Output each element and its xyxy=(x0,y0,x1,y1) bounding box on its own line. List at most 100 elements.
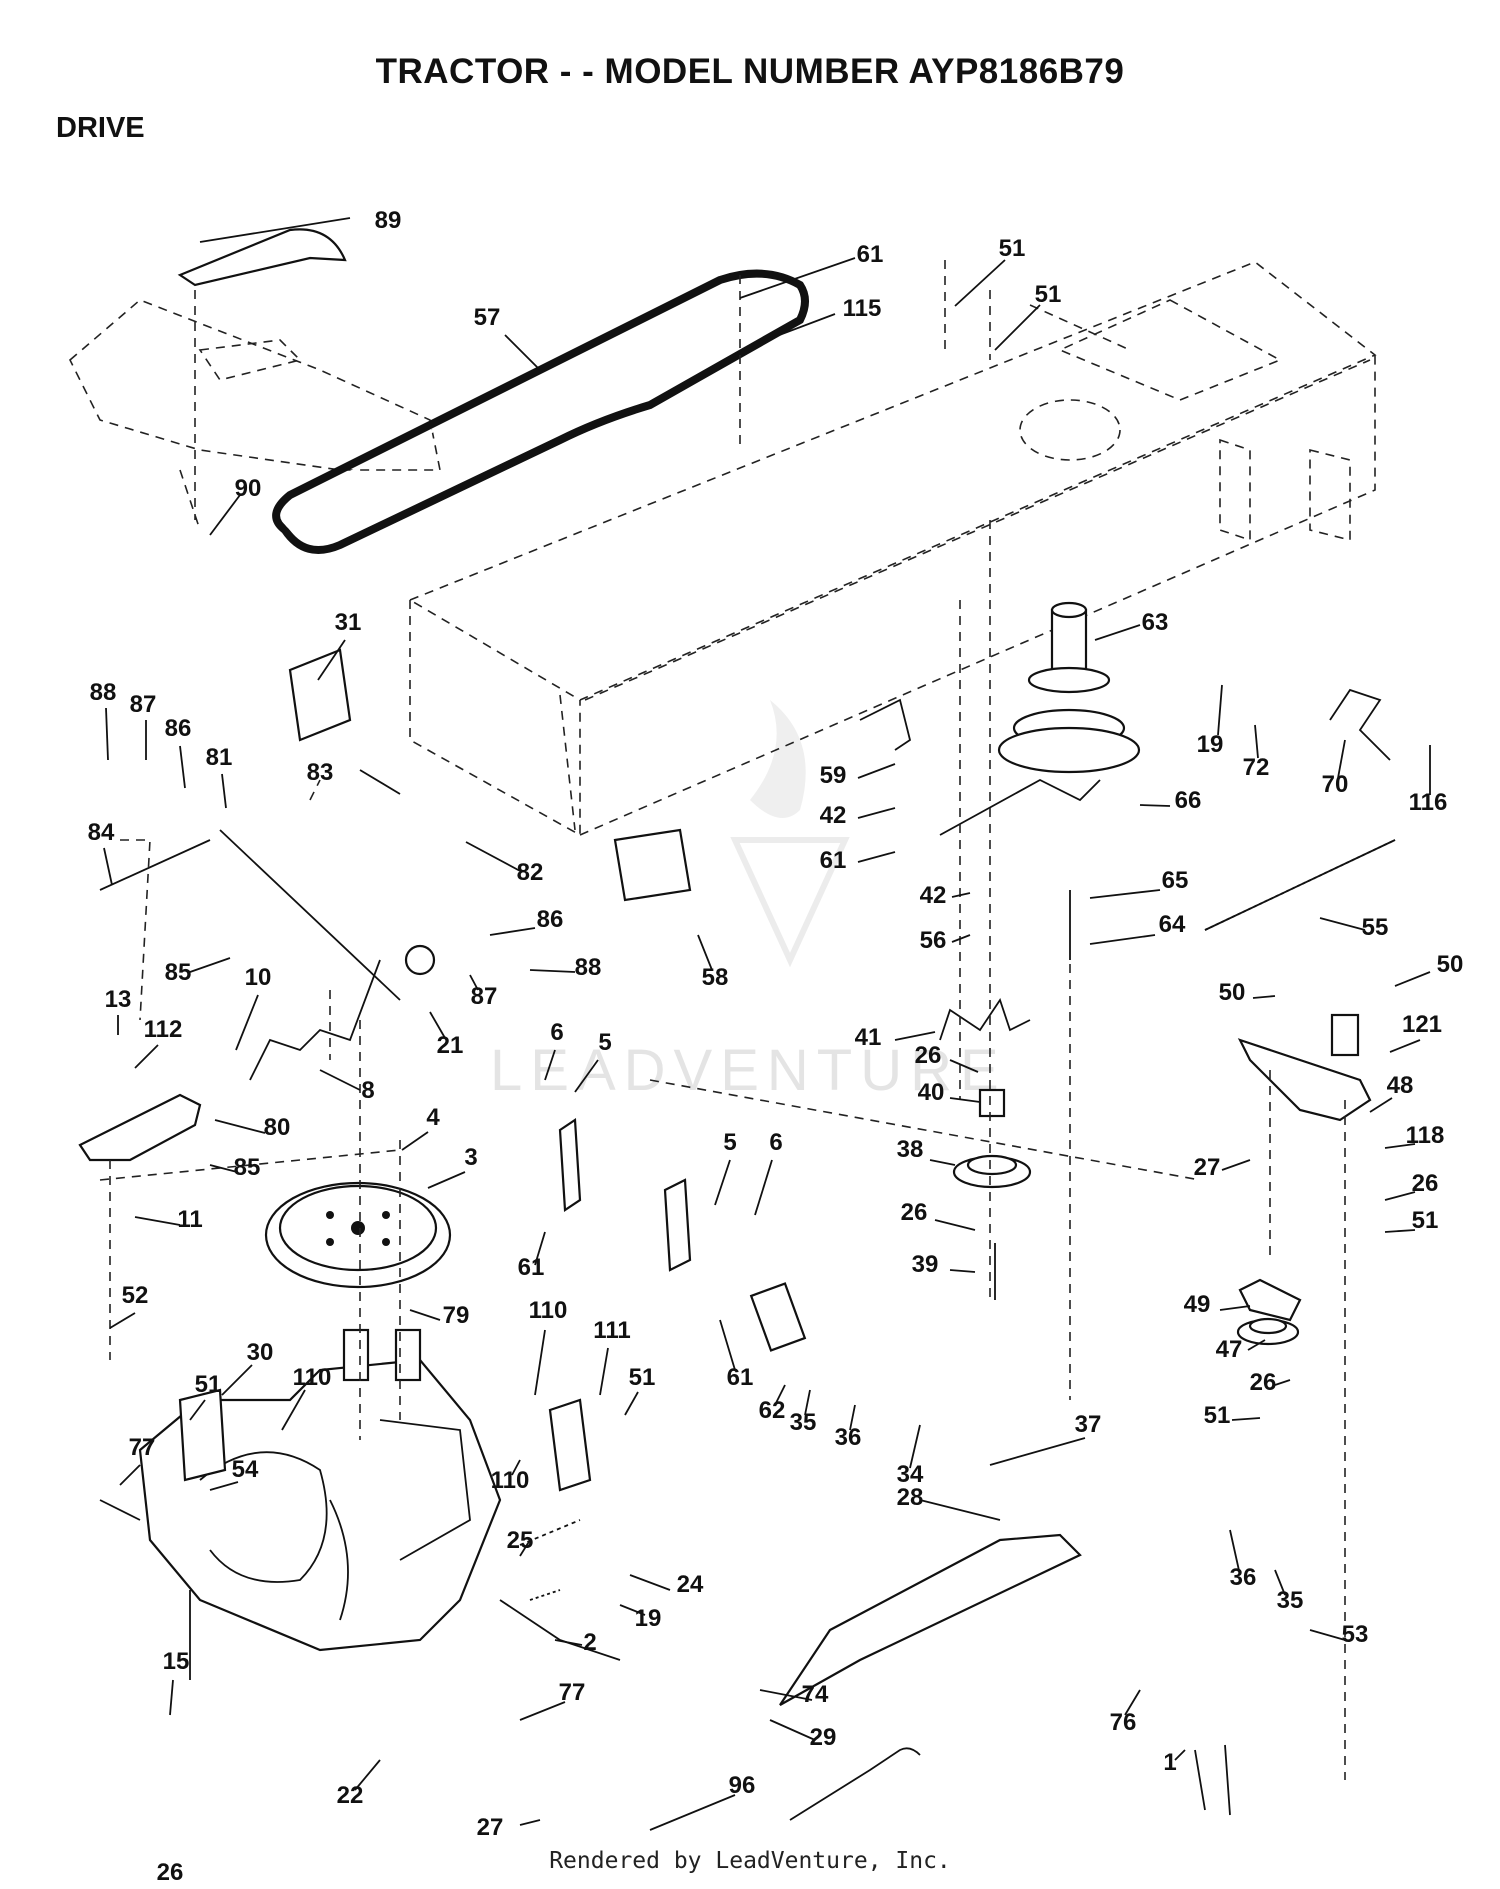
shift-knob xyxy=(404,944,436,976)
callout-leader-51 xyxy=(1384,1229,1416,1233)
callout-label-121: 121 xyxy=(1402,1011,1442,1038)
callout-leader-63 xyxy=(1094,624,1141,641)
callout-leader-72 xyxy=(1254,724,1259,759)
callout-label-27: 27 xyxy=(1194,1154,1221,1181)
callout-label-63: 63 xyxy=(1142,609,1169,636)
callout-label-83: 83 xyxy=(307,759,334,786)
shift-lever xyxy=(249,959,381,1081)
callout-leader-87 xyxy=(469,974,479,991)
callout-leader-35 xyxy=(804,1389,811,1416)
callout-leader-41 xyxy=(894,1031,936,1041)
callout-label-61: 61 xyxy=(727,1364,754,1391)
callout-leader-96 xyxy=(649,1794,736,1831)
callout-leader-40 xyxy=(949,1097,981,1103)
callout-leader-88 xyxy=(105,707,109,761)
callout-leader-51 xyxy=(954,259,1006,307)
callout-label-85: 85 xyxy=(234,1154,261,1181)
callout-label-65: 65 xyxy=(1162,867,1189,894)
belt-guide xyxy=(613,828,692,902)
callout-leader-90 xyxy=(209,494,241,536)
callout-leader-111 xyxy=(599,1347,609,1396)
callout-leader-85 xyxy=(189,957,231,973)
callout-label-111: 111 xyxy=(593,1317,630,1344)
callout-leader-lines xyxy=(103,217,1431,1831)
callout-leader-79 xyxy=(409,1309,441,1321)
callout-label-5: 5 xyxy=(598,1029,611,1056)
shift-rod xyxy=(789,1747,921,1821)
callout-label-80: 80 xyxy=(264,1114,291,1141)
callout-label-36: 36 xyxy=(1230,1564,1257,1591)
callout-leader-86 xyxy=(489,927,536,936)
engine-pulley xyxy=(997,601,1141,774)
callout-leader-110 xyxy=(281,1389,306,1431)
callout-leader-47 xyxy=(1247,1339,1266,1351)
callout-label-35: 35 xyxy=(1277,1587,1304,1614)
callout-label-50: 50 xyxy=(1437,951,1464,978)
callout-leader-25 xyxy=(519,1539,531,1557)
callout-label-88: 88 xyxy=(575,954,602,981)
callout-leader-70 xyxy=(1337,739,1346,779)
callout-label-29: 29 xyxy=(810,1724,837,1751)
callout-label-85: 85 xyxy=(165,959,192,986)
callout-label-31: 31 xyxy=(335,609,362,636)
callout-leader-66 xyxy=(1139,804,1171,807)
callout-leader-82 xyxy=(465,841,523,873)
pins-27 xyxy=(1194,1744,1231,1816)
callout-label-118: 118 xyxy=(1406,1122,1445,1149)
callout-leader-74 xyxy=(759,1689,813,1701)
callout-label-52: 52 xyxy=(122,1282,149,1309)
callout-leader-59 xyxy=(857,763,896,779)
render-credit: Rendered by LeadVenture, Inc. xyxy=(549,1848,951,1874)
watermark: LEADVENTURE xyxy=(490,700,999,1103)
idler-bracket xyxy=(1237,1038,1372,1122)
callout-label-3: 3 xyxy=(464,1144,477,1171)
callout-label-56: 56 xyxy=(920,927,947,954)
callout-label-57: 57 xyxy=(474,304,501,331)
lever-bracket xyxy=(78,1093,202,1162)
callout-leader-26 xyxy=(934,1219,976,1231)
callout-leader-26 xyxy=(1274,1379,1291,1386)
callout-leader-89 xyxy=(199,217,351,243)
callout-leader-50 xyxy=(1252,995,1276,999)
drive-belt xyxy=(272,269,809,554)
strap-right xyxy=(663,1178,692,1272)
callout-label-48: 48 xyxy=(1387,1072,1414,1099)
transmission-pulley xyxy=(264,1181,452,1289)
callout-leader-84 xyxy=(103,847,113,886)
callout-leader-15 xyxy=(169,1679,174,1716)
callout-label-6: 6 xyxy=(769,1129,782,1156)
callout-leader-10 xyxy=(235,994,259,1051)
callout-leader-37 xyxy=(989,1437,1086,1466)
cross-shaft xyxy=(219,829,401,1001)
callout-leader-22 xyxy=(354,1759,381,1791)
callout-label-81: 81 xyxy=(206,744,233,771)
callout-leader-39 xyxy=(949,1269,976,1273)
callout-leader-34 xyxy=(909,1424,921,1469)
linkage-rod xyxy=(99,839,211,891)
callout-label-50: 50 xyxy=(1219,979,1246,1006)
callout-leader-51 xyxy=(1231,1417,1261,1421)
callout-leader-36 xyxy=(1229,1529,1241,1576)
callout-leader-64 xyxy=(1089,934,1156,945)
callout-leader-21 xyxy=(429,1011,446,1039)
tension-spring xyxy=(1204,839,1396,931)
callout-leader-112 xyxy=(134,1044,159,1069)
callout-label-6: 6 xyxy=(550,1019,563,1046)
callout-label-15: 15 xyxy=(163,1648,190,1675)
callout-leader-88 xyxy=(529,969,576,973)
callout-leader-2 xyxy=(554,1639,583,1646)
callout-label-51: 51 xyxy=(1035,281,1062,308)
callout-label-42: 42 xyxy=(920,882,947,909)
callout-label-26: 26 xyxy=(157,1859,184,1886)
callout-leader-53 xyxy=(1309,1629,1346,1641)
callout-leader-42 xyxy=(857,807,896,819)
callout-leader-5 xyxy=(714,1159,731,1206)
callout-label-62: 62 xyxy=(759,1397,786,1424)
callout-leader-6 xyxy=(754,1159,773,1216)
callout-label-49: 49 xyxy=(1184,1291,1211,1318)
transaxle xyxy=(99,1328,621,1661)
callout-leader-58 xyxy=(697,934,713,971)
callout-label-51: 51 xyxy=(999,235,1026,262)
callout-leader-52 xyxy=(109,1312,136,1329)
